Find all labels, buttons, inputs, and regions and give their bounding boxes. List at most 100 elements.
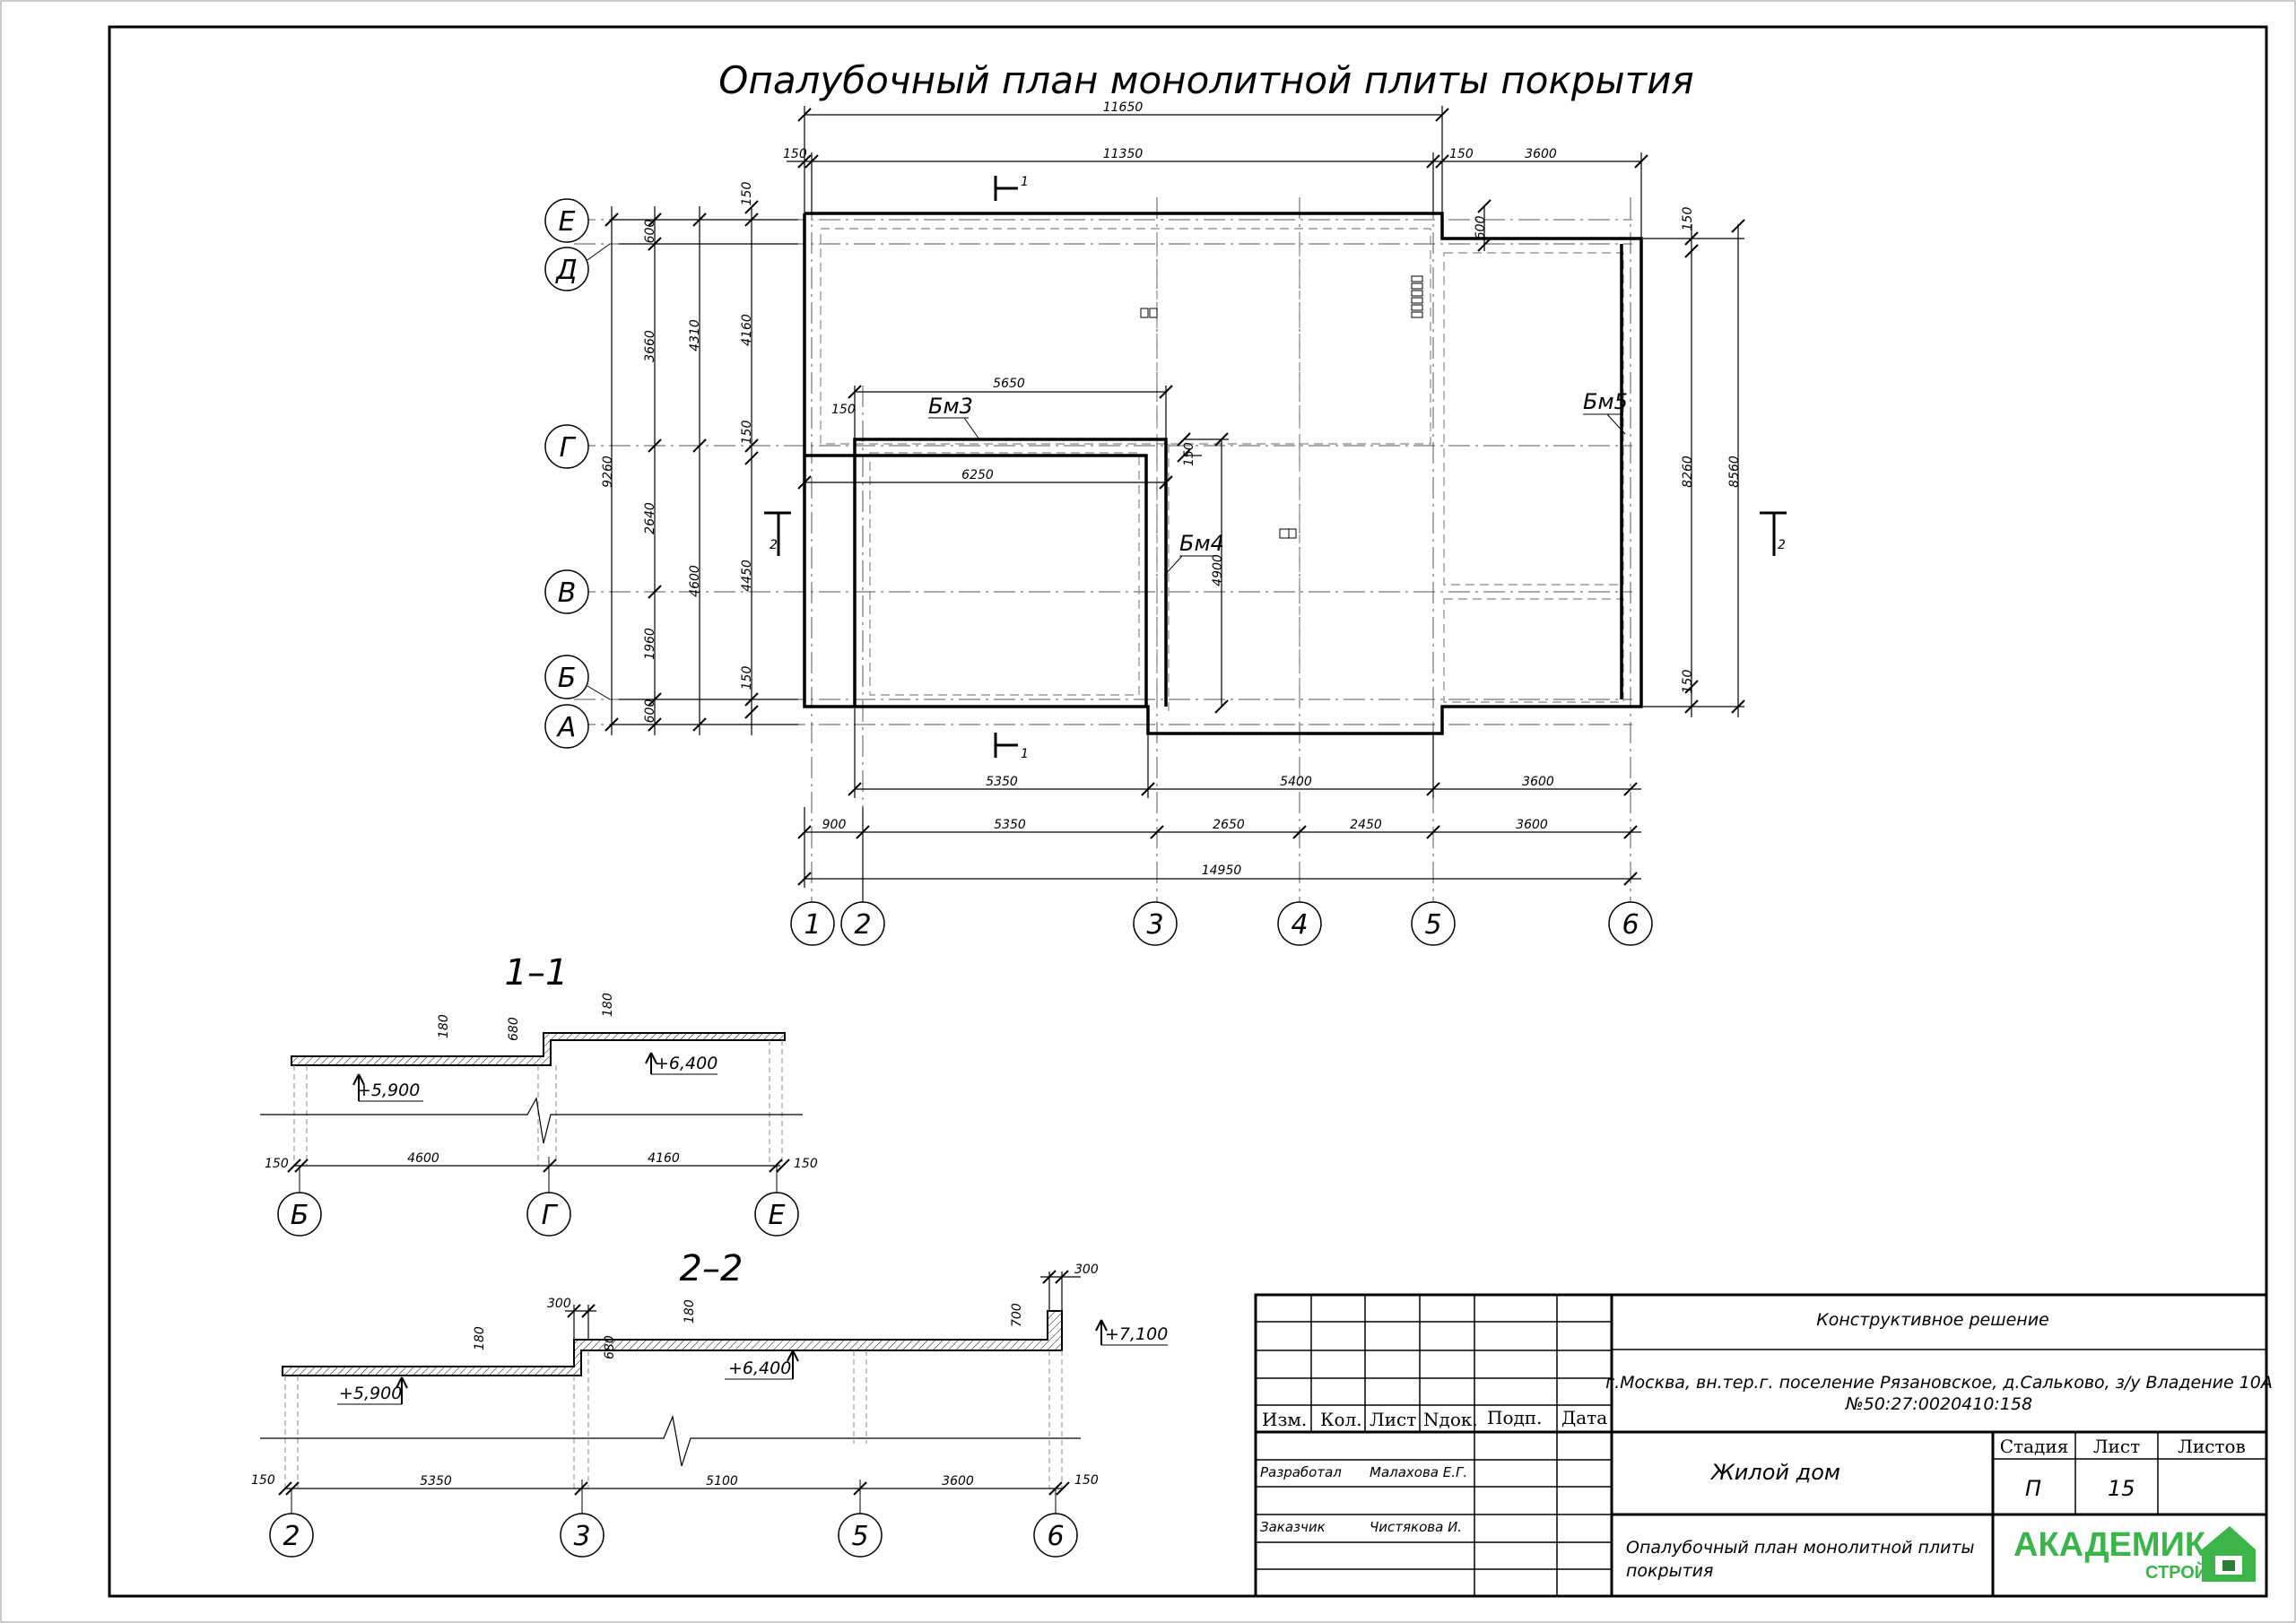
svg-text:4160: 4160 (648, 1151, 680, 1166)
svg-text:150: 150 (1449, 147, 1474, 161)
row-axis-E: Е (544, 198, 589, 243)
tb-stage: П (2025, 1476, 2041, 1501)
svg-text:3: 3 (573, 1521, 590, 1552)
svg-text:1: 1 (1021, 747, 1029, 761)
svg-text:СТРОЙ: СТРОЙ (2145, 1561, 2207, 1583)
svg-text:150: 150 (251, 1473, 275, 1488)
svg-text:3600: 3600 (1525, 147, 1557, 161)
row-axis-D: Д (544, 247, 589, 291)
svg-text:5350: 5350 (994, 818, 1026, 832)
svg-text:150: 150 (1681, 207, 1695, 231)
col-axis-2: 2 (840, 901, 885, 946)
plan: Бм3 Бм4 Бм5 1 1 2 2 (544, 100, 1787, 946)
level-6400-s1: +6,400 (655, 1054, 718, 1073)
section-mark-1-top (994, 176, 1018, 201)
slab-outline (803, 212, 1643, 735)
svg-text:6: 6 (1622, 909, 1639, 941)
svg-text:Г: Г (542, 1200, 559, 1231)
svg-text:5: 5 (1424, 909, 1441, 941)
level-7100-s2: +7,100 (1105, 1324, 1168, 1344)
svg-text:Лист: Лист (1370, 1409, 1416, 1430)
svg-text:Листов: Листов (2178, 1436, 2246, 1457)
svg-text:Кол.: Кол. (1320, 1409, 1362, 1430)
svg-text:Nдок.: Nдок. (1423, 1409, 1478, 1430)
svg-text:Дата: Дата (1561, 1407, 1607, 1428)
svg-text:В: В (558, 577, 577, 609)
svg-text:5650: 5650 (993, 377, 1025, 391)
svg-text:150: 150 (740, 666, 754, 690)
sheet-frame (108, 25, 2268, 1598)
svg-text:5400: 5400 (1280, 775, 1312, 789)
tb-address-1: г.Москва, вн.тер.г. поселение Рязановско… (1605, 1373, 2273, 1393)
col-axis-1: 1 (790, 901, 835, 946)
svg-text:680: 680 (507, 1017, 521, 1041)
col-axis-6: 6 (1608, 901, 1653, 946)
svg-text:А: А (556, 712, 577, 743)
tb-sheet: 15 (2108, 1476, 2135, 1501)
svg-text:6: 6 (1047, 1521, 1064, 1552)
dim-top-inner: 11350 (1103, 147, 1144, 161)
svg-text:600: 600 (643, 699, 657, 724)
section-1-1: 1–1 150 4600 4160 150 180 680 180 +5,900 (260, 952, 818, 1237)
tb-sheet-title-2: покрытия (1626, 1561, 1713, 1581)
svg-text:180: 180 (473, 1326, 487, 1350)
svg-text:Е: Е (559, 206, 576, 238)
col-axis-4: 4 (1277, 901, 1322, 946)
svg-text:700: 700 (1010, 1303, 1024, 1327)
svg-text:Г: Г (560, 432, 577, 464)
row-axis-A: А (544, 704, 589, 749)
svg-text:Лист: Лист (2093, 1436, 2140, 1457)
svg-text:2450: 2450 (1350, 818, 1382, 832)
svg-text:4450: 4450 (740, 560, 754, 592)
svg-text:180: 180 (437, 1014, 451, 1038)
house-icon (2202, 1526, 2256, 1582)
svg-text:3600: 3600 (1522, 775, 1554, 789)
tb-address-2: №50:27:0020410:158 (1845, 1394, 2032, 1414)
svg-text:180: 180 (683, 1299, 697, 1324)
col-axis-3: 3 (1133, 901, 1178, 946)
svg-text:2: 2 (770, 538, 778, 552)
section-2-title: 2–2 (680, 1248, 744, 1289)
svg-text:4600: 4600 (407, 1151, 439, 1166)
svg-text:3: 3 (1146, 909, 1163, 941)
svg-text:4310: 4310 (688, 319, 702, 352)
section-mark-1-bottom (994, 733, 1018, 758)
tb-section-name: Конструктивное решение (1816, 1310, 2049, 1330)
tb-object: Жилой дом (1709, 1460, 1840, 1485)
s1-axis-B: Б (277, 1192, 322, 1237)
title-block: Изм. Кол. Лист Nдок. Подп. Дата Разработ… (1254, 1293, 2273, 1598)
svg-text:900: 900 (822, 818, 847, 832)
svg-text:3660: 3660 (643, 330, 657, 362)
s2-axis-5: 5 (838, 1513, 883, 1558)
svg-text:АКАДЕМИК: АКАДЕМИК (2013, 1526, 2206, 1564)
svg-text:180: 180 (601, 993, 615, 1017)
svg-text:4160: 4160 (740, 314, 754, 346)
row-axis-B: Б (544, 655, 589, 699)
svg-text:150: 150 (740, 182, 754, 206)
svg-text:Е: Е (769, 1200, 786, 1231)
svg-text:1: 1 (1021, 175, 1029, 189)
svg-text:2: 2 (283, 1521, 300, 1552)
drawing-title: Опалубочный план монолитной плиты покрыт… (718, 58, 1693, 102)
svg-text:Разработал: Разработал (1260, 1464, 1342, 1480)
beam-label-bm4: Бм4 (1179, 531, 1224, 556)
beam-label-bm3: Бм3 (928, 394, 973, 419)
svg-text:150: 150 (831, 403, 856, 417)
svg-text:4900: 4900 (1211, 554, 1225, 586)
svg-text:Б: Б (558, 663, 577, 694)
section-1-title: 1–1 (505, 952, 569, 994)
company-logo: АКАДЕМИК СТРОЙ (2013, 1526, 2256, 1583)
section-2-2: 2–2 150 5350 5100 3600 150 300 180 680 1… (251, 1248, 1168, 1558)
svg-text:1: 1 (804, 909, 821, 941)
row-axis-G: Г (544, 424, 589, 469)
svg-text:Заказчик: Заказчик (1260, 1519, 1326, 1535)
svg-text:Малахова Е.Г.: Малахова Е.Г. (1370, 1464, 1467, 1480)
svg-text:680: 680 (603, 1335, 617, 1359)
svg-text:150: 150 (740, 421, 754, 445)
svg-text:8560: 8560 (1727, 456, 1742, 488)
svg-text:5350: 5350 (420, 1474, 452, 1488)
s2-axis-3: 3 (560, 1513, 604, 1558)
level-5900-s2: +5,900 (339, 1384, 402, 1403)
s2-axis-6: 6 (1033, 1513, 1078, 1558)
